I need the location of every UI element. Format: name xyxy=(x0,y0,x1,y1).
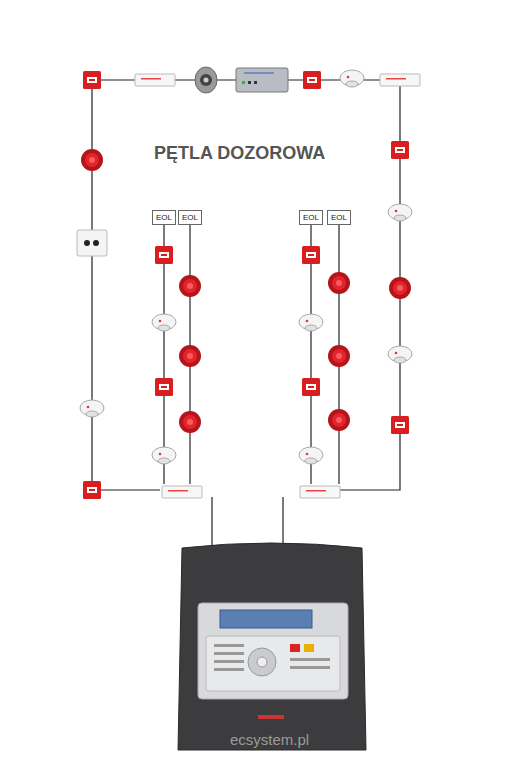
smoke-detector xyxy=(388,204,412,221)
loop-module xyxy=(300,486,340,498)
eol-box: EOL xyxy=(178,210,202,225)
loop-wire xyxy=(92,80,400,490)
call-point xyxy=(303,71,321,89)
sounder xyxy=(328,409,350,431)
panel-wire xyxy=(211,497,212,548)
loop-module xyxy=(380,74,420,86)
camera xyxy=(195,67,217,93)
eol-label: EOL xyxy=(182,213,198,222)
control-panel xyxy=(178,543,366,750)
interface-box xyxy=(77,230,107,256)
eol-label: EOL xyxy=(156,213,172,222)
smoke-detector xyxy=(80,400,104,417)
gas-detector-box xyxy=(236,68,288,92)
sounder xyxy=(179,345,201,367)
panel-wire xyxy=(282,497,283,548)
loop-module xyxy=(135,74,175,86)
sounder xyxy=(389,277,411,299)
call-point xyxy=(391,141,409,159)
eol-label: EOL xyxy=(331,213,347,222)
smoke-detector xyxy=(152,314,176,331)
call-point xyxy=(302,246,320,264)
eol-box: EOL xyxy=(152,210,176,225)
call-point xyxy=(155,378,173,396)
call-point xyxy=(83,481,101,499)
sounder xyxy=(179,411,201,433)
smoke-detector xyxy=(299,314,323,331)
loop-wire xyxy=(92,80,400,548)
sounder xyxy=(81,149,103,171)
sounder xyxy=(328,272,350,294)
call-point xyxy=(155,246,173,264)
diagram-title: PĘTLA DOZOROWA xyxy=(154,143,325,164)
call-point xyxy=(391,416,409,434)
call-point xyxy=(302,378,320,396)
sounder xyxy=(328,345,350,367)
eol-box: EOL xyxy=(327,210,351,225)
eol-box: EOL xyxy=(299,210,323,225)
smoke-detector xyxy=(340,70,364,87)
loop-module xyxy=(162,486,202,498)
smoke-detector xyxy=(388,346,412,363)
call-point xyxy=(83,71,101,89)
eol-label: EOL xyxy=(303,213,319,222)
smoke-detector xyxy=(152,447,176,464)
sounder xyxy=(179,275,201,297)
smoke-detector xyxy=(299,447,323,464)
watermark: ecsystem.pl xyxy=(230,731,309,748)
